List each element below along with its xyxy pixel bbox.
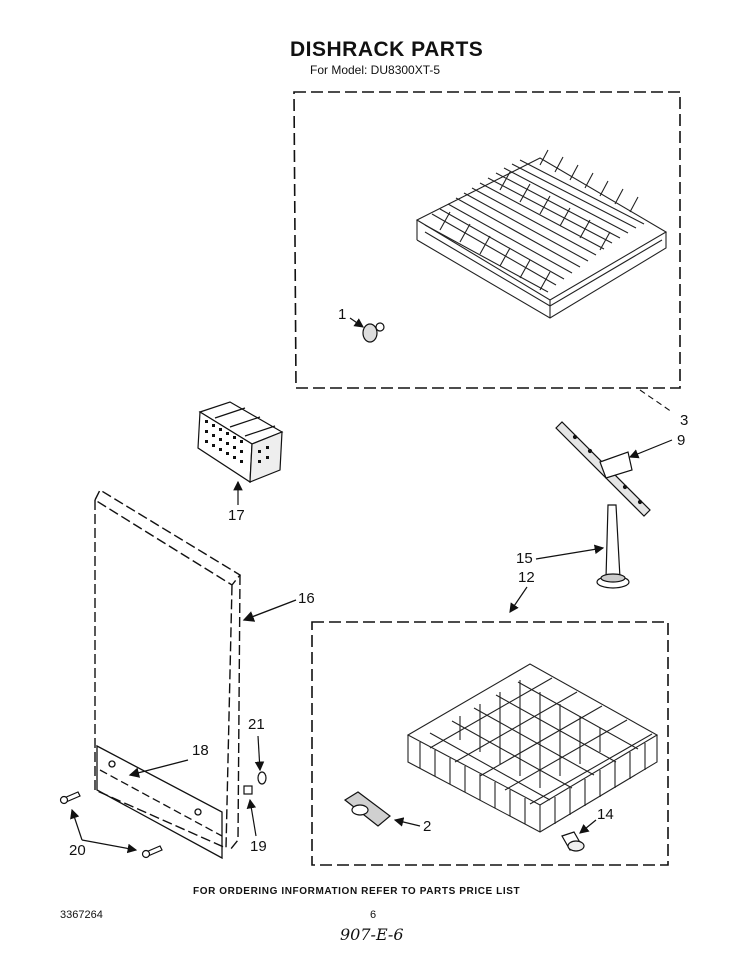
lower-rack-group-box [311, 621, 669, 866]
spray-tube-part-15 [535, 504, 630, 589]
callout-1: 1 [338, 306, 347, 323]
roller-part-14 [561, 819, 597, 852]
lower-dishrack [406, 663, 659, 833]
page-title: DISHRACK PARTS [290, 38, 484, 61]
document-number: 3367264 [60, 909, 103, 921]
leader-3 [639, 389, 673, 413]
panel-part-16 [94, 489, 297, 851]
ordering-info-note: FOR ORDERING INFORMATION REFER TO PARTS … [193, 886, 521, 897]
callout-16: 16 [298, 590, 315, 607]
callout-3: 3 [680, 412, 689, 429]
rack-roller-part-2 [343, 791, 421, 827]
upper-rack-group-box [293, 91, 681, 389]
callout-2: 2 [423, 818, 432, 835]
callout-21: 21 [248, 716, 265, 733]
callout-20: 20 [69, 842, 86, 859]
callout-12: 12 [518, 569, 535, 586]
screws-part-20 [59, 791, 163, 859]
callout-17: 17 [228, 507, 245, 524]
nut-part-19 [243, 785, 257, 837]
callout-15: 15 [516, 550, 533, 567]
page-number: 6 [370, 909, 377, 921]
upper-dishrack [415, 149, 668, 319]
model-line: For Model: DU8300XT-5 [310, 63, 441, 77]
callout-19: 19 [250, 838, 267, 855]
leader-12 [509, 586, 528, 613]
handwritten-code: 907-E-6 [340, 925, 404, 944]
callout-14: 14 [597, 806, 614, 823]
silverware-basket-part-17 [197, 401, 284, 505]
strip-part-18 [96, 744, 223, 860]
callout-18: 18 [192, 742, 209, 759]
clip-part-21 [254, 735, 267, 785]
rack-stop-part-1 [349, 317, 385, 343]
spray-arm-part-9 [555, 421, 673, 517]
callout-9: 9 [677, 432, 686, 449]
